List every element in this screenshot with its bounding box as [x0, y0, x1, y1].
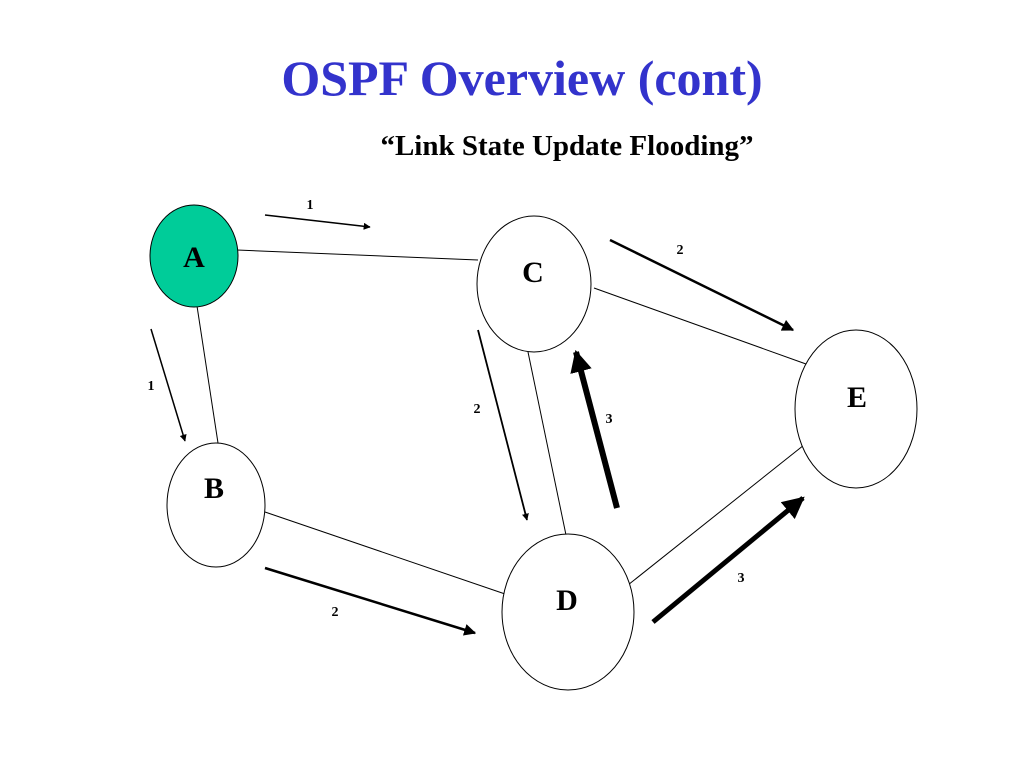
flood-step-label-c-to-e: 2: [677, 243, 684, 258]
router-node-e-circle: [794, 329, 918, 489]
router-node-a-label: A: [183, 241, 205, 274]
router-node-c-circle: [476, 215, 592, 353]
router-node-b: B: [166, 442, 266, 568]
router-node-c: C: [476, 215, 592, 353]
slide-title: OSPF Overview (cont): [281, 50, 763, 106]
links-group: [196, 249, 807, 596]
flood-step-label-a-to-c: 1: [307, 198, 314, 213]
router-node-b-circle: [166, 442, 266, 568]
router-node-e-label: E: [847, 381, 867, 414]
slide-subtitle: “Link State Update Flooding”: [380, 130, 754, 162]
link-b-d: [264, 511, 509, 596]
flood-arrows-group: 1 1 2 2 2 3 3: [148, 198, 805, 636]
router-node-d-label: D: [556, 584, 578, 617]
flood-arrow-b-to-d: [264, 566, 477, 636]
flood-step-label-a-to-b: 1: [148, 379, 155, 394]
flood-arrow-a-to-c: [264, 214, 371, 230]
flood-arrow-c-to-d: [477, 329, 529, 521]
router-node-b-label: B: [204, 472, 224, 505]
link-a-b: [196, 305, 219, 444]
router-node-e: E: [794, 329, 918, 489]
flood-arrow-c-to-e: [609, 238, 795, 332]
flood-step-label-d-to-e: 3: [738, 571, 745, 586]
link-a-c: [236, 249, 479, 261]
link-d-e: [627, 444, 805, 586]
link-c-e: [593, 287, 807, 365]
flood-step-label-c-to-d: 2: [474, 402, 481, 417]
router-node-d-circle: [501, 533, 635, 691]
router-node-a-circle: [149, 204, 239, 308]
flood-arrow-d-to-c: [570, 349, 620, 509]
flood-step-label-b-to-d: 2: [332, 605, 339, 620]
flood-arrow-a-to-b: [150, 328, 187, 442]
router-node-c-label: C: [522, 256, 544, 289]
router-node-d: D: [501, 533, 635, 691]
router-node-a: A: [149, 204, 239, 308]
flood-step-label-d-to-c: 3: [606, 412, 613, 427]
link-c-d: [527, 351, 567, 536]
flood-arrow-d-to-e: [651, 496, 805, 624]
nodes-group: A B C D E: [149, 204, 918, 691]
